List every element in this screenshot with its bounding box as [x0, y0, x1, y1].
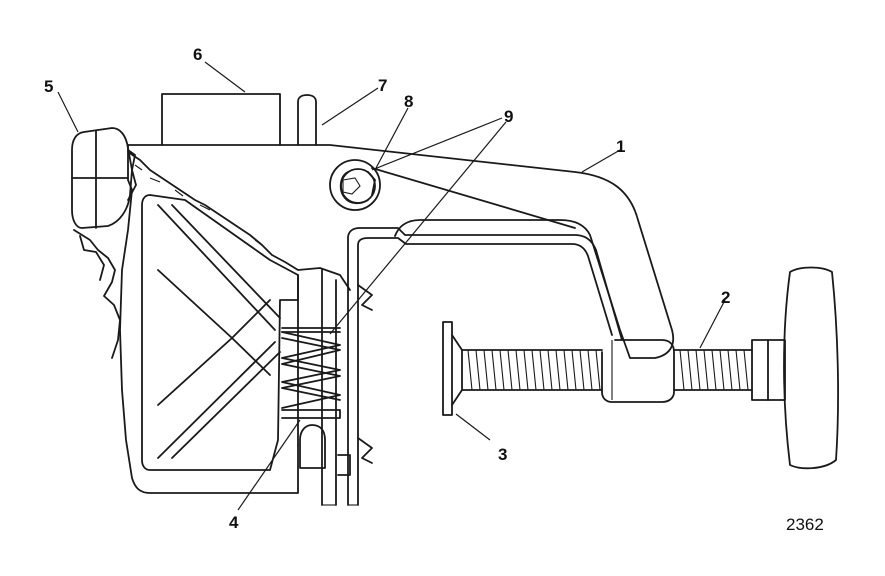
callout-4: 4 — [229, 513, 239, 532]
callout-5: 5 — [44, 77, 53, 96]
leader-lines — [57, 61, 726, 511]
callout-6: 6 — [193, 45, 202, 64]
left-knob — [71, 127, 137, 359]
clamp-screw — [461, 266, 839, 470]
callout-8: 8 — [404, 92, 413, 111]
pivot-bushing — [329, 159, 381, 211]
callout-1: 1 — [616, 137, 625, 156]
callout-3: 3 — [498, 445, 507, 464]
callout-7: 7 — [378, 76, 387, 95]
callout-2: 2 — [721, 288, 730, 307]
clamp-body — [119, 144, 675, 506]
top-pin — [297, 94, 317, 146]
figure-number: 2362 — [786, 515, 824, 534]
swivel-pad — [442, 321, 463, 416]
callout-9: 9 — [504, 107, 513, 126]
spring — [281, 327, 341, 419]
top-block — [161, 93, 281, 146]
